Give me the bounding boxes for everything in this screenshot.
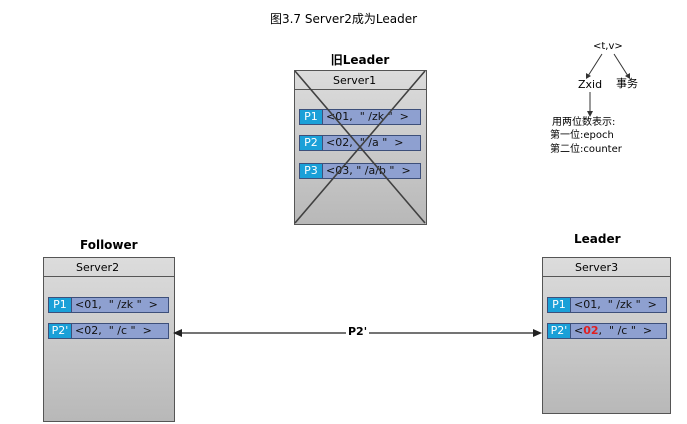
server1-title: Server1 xyxy=(295,71,426,90)
entry-value: <02, " /a " > xyxy=(323,136,403,150)
server3-entry-p1: P1 <01, " /zk " > xyxy=(547,297,667,313)
figure-caption: 图3.7 Server2成为Leader xyxy=(269,12,418,26)
entry-value: <02, " /c " > xyxy=(75,324,152,337)
server2-entry-p2prime: P2' <02, " /c " > xyxy=(48,323,169,339)
legend-transaction: 事务 xyxy=(616,77,638,90)
entry-value: <01, " /zk " > xyxy=(75,298,158,311)
legend-note-line-1: 用两位数表示: xyxy=(552,117,616,128)
server2-title: Server2 xyxy=(44,258,174,277)
legend-tree-lines xyxy=(586,53,630,117)
entry-value: <01, " /zk " > xyxy=(326,110,409,123)
server1-entry-p3: P3 <03, " /a/b " > xyxy=(299,163,421,179)
entry-value: <01, " /zk " > xyxy=(574,298,657,311)
follower-label: Follower xyxy=(80,238,138,252)
entry-id: P2' xyxy=(49,324,72,338)
legend-zxid: Zxid xyxy=(578,78,603,91)
entry-id: P1 xyxy=(300,110,323,124)
leader-label: Leader xyxy=(574,232,621,246)
entry-id: P2 xyxy=(300,136,323,150)
entry-id: P1 xyxy=(49,298,72,312)
server3-entry-p2prime: P2' <02, " /c " > xyxy=(547,323,667,339)
server1-cross-mark xyxy=(294,70,426,224)
legend-tuple: <t,v> xyxy=(593,41,623,52)
old-leader-label: 旧Leader xyxy=(330,53,390,67)
legend-note-line-3: 第二位:counter xyxy=(550,144,622,155)
entry-id: P2' xyxy=(548,324,571,338)
entry-value: <02, " /c " > xyxy=(571,324,652,338)
server3-box: Server3 P1 <01, " /zk " > P2' <02, " /c … xyxy=(542,257,671,414)
entry-id: P1 xyxy=(548,298,571,312)
sync-arrow-label: P2' xyxy=(346,325,370,338)
entry-id: P3 xyxy=(300,164,323,178)
server2-entry-p1: P1 <01, " /zk " > xyxy=(48,297,169,313)
entry-value-prefix: < xyxy=(574,324,584,337)
entry-value-highlight: 02 xyxy=(583,324,599,337)
server1-entry-p1: P1 <01, " /zk " > xyxy=(299,109,421,125)
server2-box: Server2 P1 <01, " /zk " > P2' <02, " /c … xyxy=(43,257,175,422)
legend-note-line-2: 第一位:epoch xyxy=(550,130,614,141)
server1-entry-p2: P2 <02, " /a " > xyxy=(299,135,421,151)
server3-title: Server3 xyxy=(543,258,670,277)
entry-value-suffix: , " /c " > xyxy=(598,324,653,337)
